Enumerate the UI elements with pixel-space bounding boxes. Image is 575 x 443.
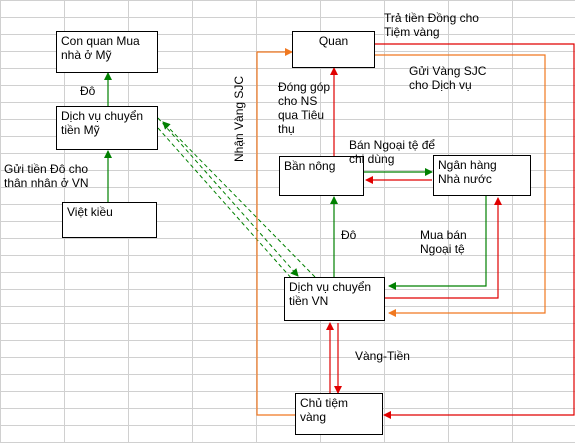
dashed-link-1 — [157, 117, 299, 277]
arrow-quan-to-chu-tiem-red — [375, 43, 575, 419]
arrow-quan-to-dv-vn-orange — [375, 54, 546, 317]
box-dich-vu-vn[interactable]: Dịch vụ chuyển tiền VN — [284, 277, 385, 321]
label-do-top: Đô — [80, 84, 96, 98]
dashed-link-3 — [162, 121, 316, 278]
label-vang-tien: Vàng-Tiền — [355, 349, 410, 363]
label-gui-tien: Gửi tiền Đô cho thân nhân ở VN — [4, 162, 89, 190]
box-con-quan[interactable]: Con quan Mua nhà ở Mỹ — [56, 31, 158, 73]
box-quan[interactable]: Quan — [292, 31, 375, 68]
label-dong-gop: Đóng góp cho NS qua Tiêu thụ — [278, 80, 331, 136]
box-chu-tiem-vang[interactable]: Chủ tiệm vàng — [295, 393, 383, 435]
label-tra-tien: Trả tiền Đồng cho Tiệm vàng — [384, 11, 479, 39]
label-gui-vang: Gửi Vàng SJC cho Dịch vụ — [409, 64, 487, 92]
dashed-link-2 — [157, 127, 293, 280]
box-dich-vu-my[interactable]: Dịch vụ chuyển tiền Mỹ — [56, 106, 158, 150]
label-nhan-vang: Nhận Vàng SJC — [232, 75, 246, 162]
arrow-ngan-hang-to-dv-vn-green — [388, 196, 487, 290]
label-ban-ngoai-te: Bán Ngoại tệ để chi dùng — [349, 138, 436, 166]
arrow-chu-tiem-to-quan-orange — [256, 48, 295, 416]
box-ban-nong[interactable]: Bần nông — [279, 156, 364, 196]
box-viet-kieu[interactable]: Việt kiều — [62, 202, 157, 238]
label-mua-ban: Mua bán Ngoại tệ — [420, 228, 467, 256]
label-do-mid: Đô — [341, 228, 357, 242]
box-ngan-hang[interactable]: Ngân hàng Nhà nước — [433, 155, 531, 196]
arrow-dv-vn-to-ngan-hang-red — [385, 197, 502, 299]
